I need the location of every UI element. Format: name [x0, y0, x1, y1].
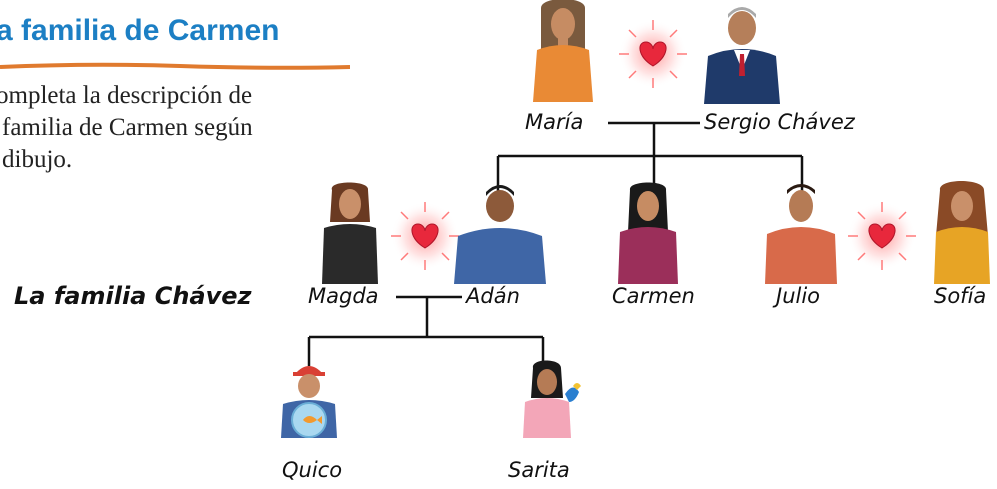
name-magda: Magda — [308, 284, 379, 308]
name-sergio: Sergio Chávez — [704, 110, 855, 134]
family-label: La familia Chávez — [14, 282, 252, 310]
name-julio: Julio — [776, 284, 821, 308]
instructions: ompleta la descripción de familia de Car… — [0, 80, 356, 176]
name-quico: Quico — [282, 458, 343, 482]
person-adan — [454, 185, 546, 284]
heart-icon — [618, 19, 688, 89]
heart-icon — [390, 201, 460, 271]
instruction-line-1: ompleta la descripción de — [0, 82, 253, 109]
person-sergio — [704, 7, 780, 104]
name-sofia: Sofía — [934, 284, 987, 308]
instruction-line-2: familia de Carmen según — [2, 114, 253, 141]
name-maria: María — [525, 110, 584, 134]
name-adan: Adán — [466, 284, 520, 308]
name-sarita: Sarita — [508, 458, 570, 482]
person-sofia — [934, 181, 990, 284]
person-sarita — [523, 360, 581, 438]
instruction-line-3: dibujo. — [2, 146, 73, 173]
person-magda — [322, 182, 378, 284]
title-underline — [0, 62, 350, 70]
person-julio — [765, 184, 837, 284]
person-quico — [281, 366, 337, 438]
person-maria — [533, 0, 593, 102]
person-carmen — [618, 182, 678, 284]
heart-icon — [847, 201, 917, 271]
name-carmen: Carmen — [612, 284, 695, 308]
page-title: a familia de Carmen — [0, 14, 280, 47]
